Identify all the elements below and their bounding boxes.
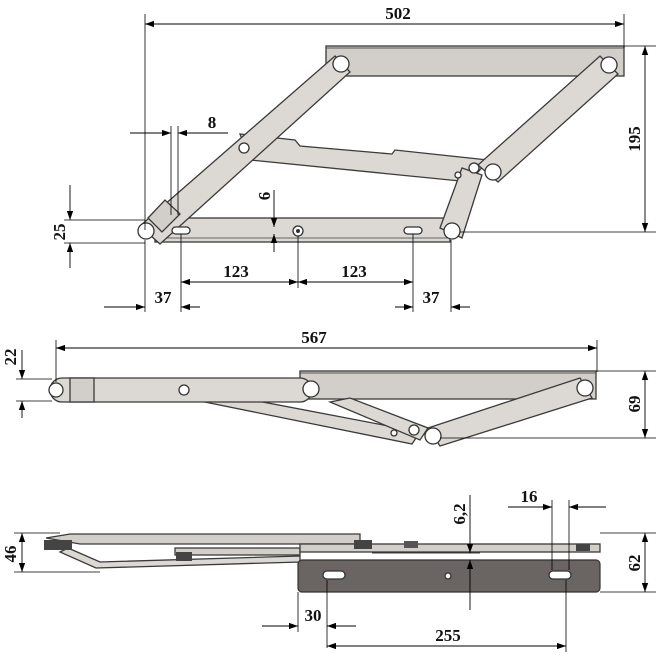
mid-pivot-right: [576, 379, 594, 397]
dim-37-right: 37: [423, 288, 441, 307]
dim-22: 22: [1, 349, 20, 366]
dim-69: 69: [625, 396, 644, 413]
bot-pivot-center: [354, 540, 372, 549]
slot-right: [403, 226, 423, 235]
bot-slot-right: [548, 570, 572, 580]
pivot-top-left: [332, 55, 350, 73]
mid-pivot-center: [302, 380, 320, 398]
top-view: 502 195 8 25 6 123 123 37: [50, 4, 656, 312]
dim-62: 62: [625, 555, 644, 572]
pivot-right-arm: [484, 163, 502, 181]
slot-left: [171, 226, 191, 235]
bot-pivot-mid: [176, 552, 192, 561]
arm-end-block: [147, 199, 181, 233]
top-plate: [325, 45, 625, 77]
bottom-view: 46 6,2 16 62 30 255: [1, 487, 656, 652]
dim-123-left: 123: [223, 262, 249, 281]
dim-6: 6: [255, 192, 274, 201]
mid-pivot-bottom: [424, 427, 442, 445]
mid-pivot-left: [48, 382, 64, 398]
dim-46: 46: [1, 546, 20, 563]
arm-hole: [238, 142, 250, 154]
bot-plate-top: [299, 543, 601, 553]
dim-37-left: 37: [155, 288, 173, 307]
bot-middle-bar: [174, 547, 301, 556]
mid-link-hole: [408, 424, 420, 436]
pivot-top-right: [600, 56, 618, 74]
bot-pivot-small: [404, 541, 418, 548]
dim-6-2: 6,2: [450, 503, 469, 524]
dim-25: 25: [50, 224, 69, 241]
link-hole: [468, 162, 480, 174]
mid-small-hole: [390, 429, 398, 437]
bot-upper-plate: [45, 533, 361, 545]
bot-slot-left: [322, 570, 346, 580]
bot-pivot-left: [44, 540, 72, 550]
dim-123-right: 123: [341, 262, 367, 281]
dim-255: 255: [435, 626, 461, 645]
middle-link-bar: [239, 133, 490, 183]
bot-pivot-right: [576, 544, 590, 551]
middle-view: 567 22 69: [1, 328, 656, 447]
dim-567: 567: [301, 328, 327, 347]
mid-arm-block: [69, 377, 95, 403]
dim-30: 30: [305, 606, 322, 625]
dim-16: 16: [521, 487, 538, 506]
small-hole: [454, 171, 462, 179]
pivot-rail-right: [443, 222, 461, 240]
dim-8: 8: [208, 113, 217, 132]
pivot-left: [137, 222, 155, 240]
bot-center-hole: [444, 572, 452, 580]
dim-195: 195: [625, 126, 644, 152]
dim-502: 502: [385, 4, 411, 23]
mid-arm-hole: [178, 384, 190, 396]
